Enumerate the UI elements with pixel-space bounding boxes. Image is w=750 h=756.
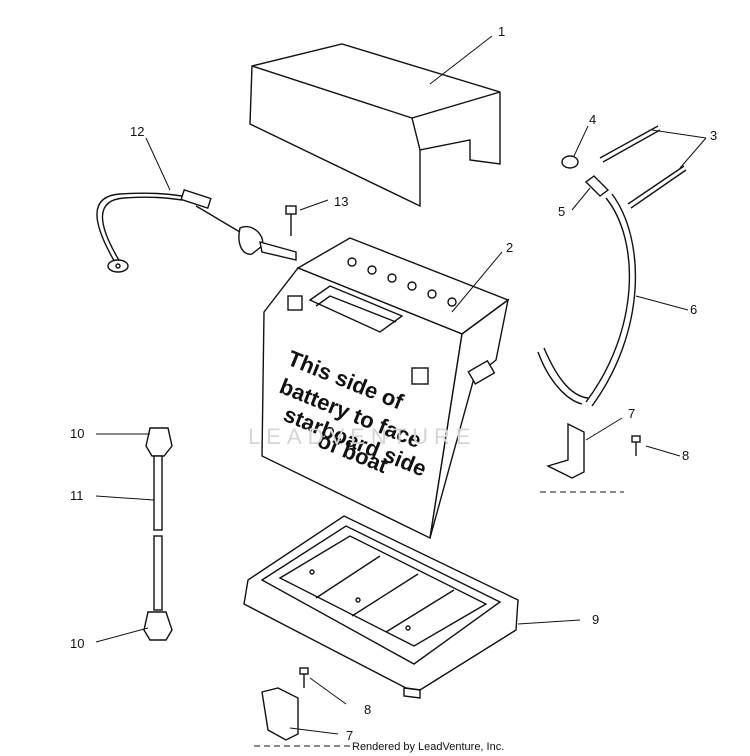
callout-10-bottom: 10 xyxy=(70,636,84,651)
callout-2: 2 xyxy=(506,240,513,255)
bracket-bottom xyxy=(261,687,299,741)
battery-tray xyxy=(243,515,519,699)
callout-10-top: 10 xyxy=(70,426,84,441)
screw-right xyxy=(631,435,641,456)
hold-down-strap xyxy=(143,427,173,641)
watermark: LEADVENTURE xyxy=(248,424,477,449)
vent-cap xyxy=(561,155,579,169)
callout-9: 9 xyxy=(592,612,599,627)
callout-6: 6 xyxy=(690,302,697,317)
callout-8-bottom: 8 xyxy=(364,702,371,717)
callout-7-bottom: 7 xyxy=(346,728,353,743)
vent-elbow xyxy=(584,175,610,197)
callout-7-top: 7 xyxy=(628,406,635,421)
screw-bottom xyxy=(299,667,309,688)
callout-3: 3 xyxy=(710,128,717,143)
callout-13: 13 xyxy=(334,194,348,209)
terminal-screw xyxy=(285,205,297,236)
battery-cover xyxy=(249,43,501,208)
callout-1: 1 xyxy=(498,24,505,39)
vent-hose xyxy=(537,193,637,407)
battery xyxy=(261,237,510,540)
callout-4: 4 xyxy=(589,112,596,127)
callout-8-top: 8 xyxy=(682,448,689,463)
battery-cable xyxy=(96,189,297,273)
callout-12: 12 xyxy=(130,124,144,139)
callout-11: 11 xyxy=(70,488,84,503)
callout-5: 5 xyxy=(558,204,565,219)
render-credit: Rendered by LeadVenture, Inc. xyxy=(352,741,504,753)
hold-down-bolts xyxy=(599,125,687,209)
bracket-right xyxy=(546,422,585,479)
